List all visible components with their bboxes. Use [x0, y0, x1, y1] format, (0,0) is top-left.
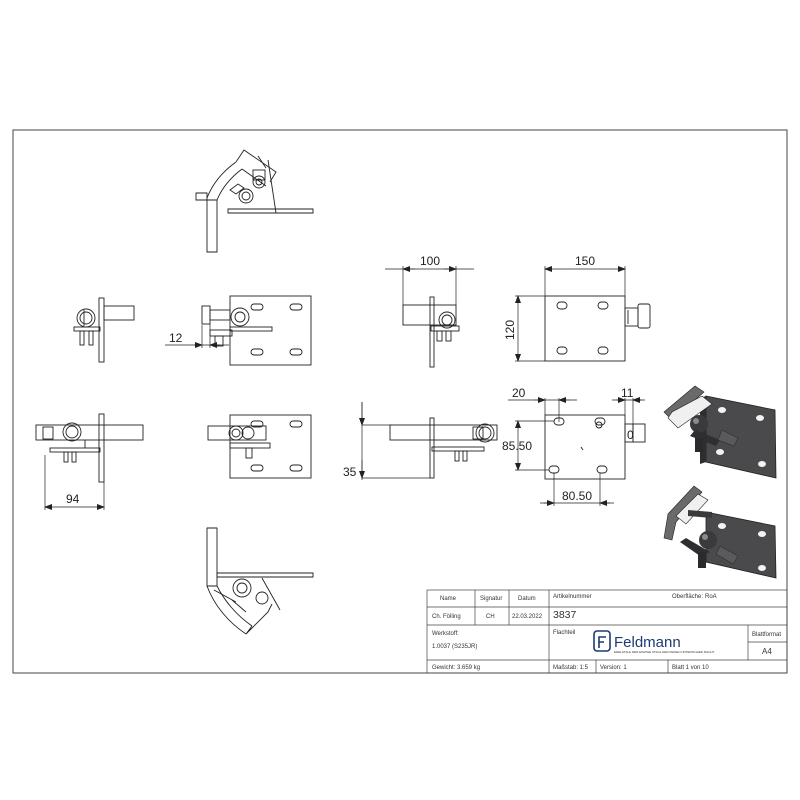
tb-oberflaeche-value: RoA: [705, 594, 717, 600]
dimension-100: [385, 266, 474, 305]
view-left-side-2: [35, 413, 144, 483]
render-3d-top: [663, 385, 777, 479]
view-front-1: [201, 295, 312, 366]
dimension-11: [612, 397, 645, 424]
tb-werkstoff-value: 1.0037 (S235JR): [432, 644, 477, 650]
tb-signatur-value: CH: [486, 614, 495, 620]
tb-benennung: Flachteil: [553, 630, 575, 636]
dim-label-120: 120: [503, 320, 517, 340]
dim-label-100: 100: [420, 254, 440, 268]
brand-tagline: EDELSTAHL DER EINZIGE STAHL DER KEINEN U…: [614, 650, 715, 654]
dimension-12: [165, 324, 229, 348]
view-left-side-1: [73, 297, 135, 363]
dim-label-150: 150: [575, 254, 595, 268]
view-front-2: [207, 414, 312, 479]
tb-gewicht: Gewicht: 3.659 kg: [432, 665, 480, 671]
dim-label-94: 94: [66, 492, 80, 506]
tb-name-value: Ch. Fölling: [432, 614, 461, 620]
tb-artikel-number: 3837: [553, 609, 577, 621]
tb-artikel-label: Artikelnummer: [553, 594, 592, 600]
dimension-20: [508, 397, 577, 422]
view-plate-front: [544, 295, 651, 362]
brand-name: Feldmann: [614, 634, 681, 651]
tb-blattformat-label: Blattformat: [752, 632, 781, 638]
view-top-angled: [195, 149, 314, 253]
dim-label-11: 11: [621, 386, 634, 400]
dim-label-35: 35: [343, 465, 357, 479]
tb-oberflaeche-label: Oberfläche:: [672, 594, 703, 600]
tb-col-datum: Datum: [518, 596, 536, 602]
tb-blattformat-value: A4: [762, 647, 772, 656]
tb-version: Version: 1: [600, 665, 627, 671]
dim-label-80-50: 80.50: [562, 489, 592, 503]
feldmann-f-logo-icon: [593, 630, 611, 652]
dimension-85-50: [515, 420, 554, 471]
tb-werkstoff-label: Werkstoff:: [432, 631, 459, 637]
dimension-80-50: [540, 473, 614, 506]
tb-blatt: Blatt 1 von 10: [672, 665, 709, 671]
tb-datum-value: 22.03.2022: [512, 614, 543, 620]
view-bottom-angled: [206, 527, 314, 635]
title-block: [426, 589, 788, 674]
view-plate-detail: [544, 414, 646, 480]
dimension-150: [544, 266, 626, 296]
dimension-120: [515, 295, 545, 362]
render-3d-bottom: [663, 485, 777, 579]
dim-label-85-50: 85.50: [502, 439, 532, 453]
tb-massstab: Maßstab: 1:5: [553, 665, 589, 671]
dimension-35: [359, 402, 430, 480]
dim-label-20: 20: [512, 386, 526, 400]
sheet-border: [12, 129, 788, 674]
dim-label-10: 0: [627, 428, 634, 442]
dimension-94: [44, 455, 105, 510]
dim-label-12: 12: [169, 331, 183, 345]
view-side-35: [389, 417, 498, 479]
view-side-100: [402, 296, 460, 368]
tb-col-signatur: Signatur: [480, 596, 502, 602]
tb-col-name: Name: [440, 596, 457, 602]
